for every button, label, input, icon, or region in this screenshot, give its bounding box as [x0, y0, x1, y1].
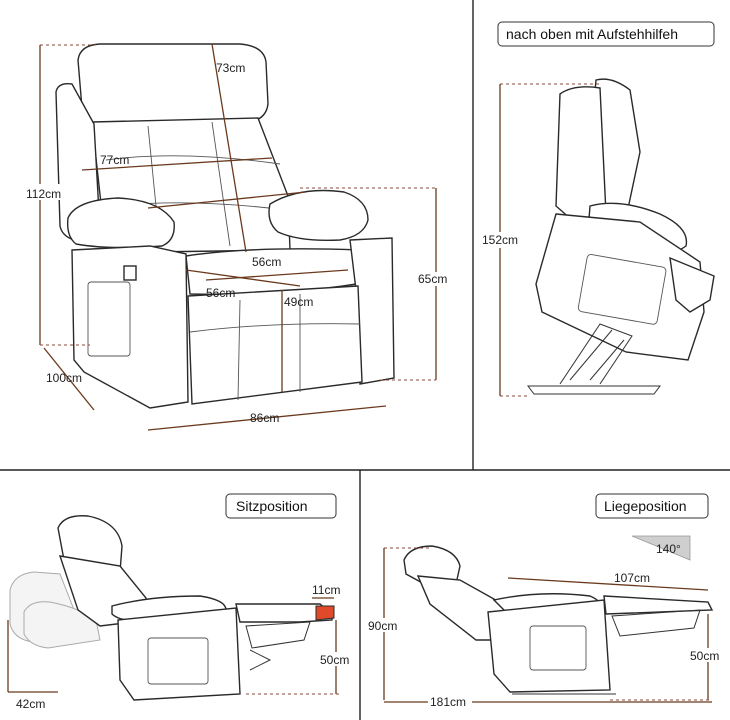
dim-lift-height: 152cm: [482, 233, 518, 247]
dim-backrest-height: 73cm: [216, 61, 245, 75]
dim-recline-length: 107cm: [614, 571, 650, 585]
seat-position-label: Sitzposition: [236, 498, 308, 514]
dim-seat-width: 56cm: [206, 286, 235, 300]
dim-inner-width: 77cm: [100, 153, 129, 167]
dim-recline-height: 90cm: [368, 619, 397, 633]
front-view-dimensions: [39, 43, 437, 431]
footrest-highlight: [315, 605, 335, 621]
seat-position-label-box: Sitzposition: [225, 493, 337, 519]
dim-seat-leg-height: 50cm: [320, 653, 349, 667]
dim-width: 86cm: [250, 411, 279, 425]
dim-recline-leg-height: 50cm: [690, 649, 719, 663]
dim-seat-height: 49cm: [284, 295, 313, 309]
seat-view-ghost: [9, 571, 101, 649]
lift-mode-label: nach oben mit Aufstehhilfeh: [506, 26, 678, 42]
recline-view-chair: [403, 545, 714, 695]
recline-view-dimensions: 107cm 90cm 50cm 181cm: [366, 547, 728, 710]
front-view-dimension-labels: 112cm 73cm 77cm 56cm 56cm 49cm 65cm 100c…: [24, 61, 454, 425]
recline-position-label: Liegeposition: [604, 498, 687, 514]
dim-depth: 100cm: [46, 371, 82, 385]
dim-total-height: 112cm: [26, 187, 61, 201]
recline-angle-marker: 140°: [631, 535, 691, 561]
seat-view-dimensions: 11cm 50cm 42cm: [7, 583, 356, 711]
dim-seat-extension: 42cm: [16, 697, 45, 711]
recline-position-label-box: Liegeposition: [595, 493, 709, 519]
lift-view-chair: [527, 78, 715, 395]
dim-arm-height: 65cm: [418, 272, 447, 286]
dim-seat-depth: 56cm: [252, 255, 281, 269]
lift-mode-label-box: nach oben mit Aufstehhilfeh: [497, 21, 715, 47]
dim-recline-angle: 140°: [656, 542, 681, 556]
dim-seat-footrest: 11cm: [312, 583, 340, 597]
seat-view-chair: [57, 515, 335, 701]
dim-recline-total-length: 181cm: [430, 695, 466, 709]
front-view-chair: [55, 43, 395, 409]
lift-view-dimensions: 152cm: [480, 83, 600, 397]
